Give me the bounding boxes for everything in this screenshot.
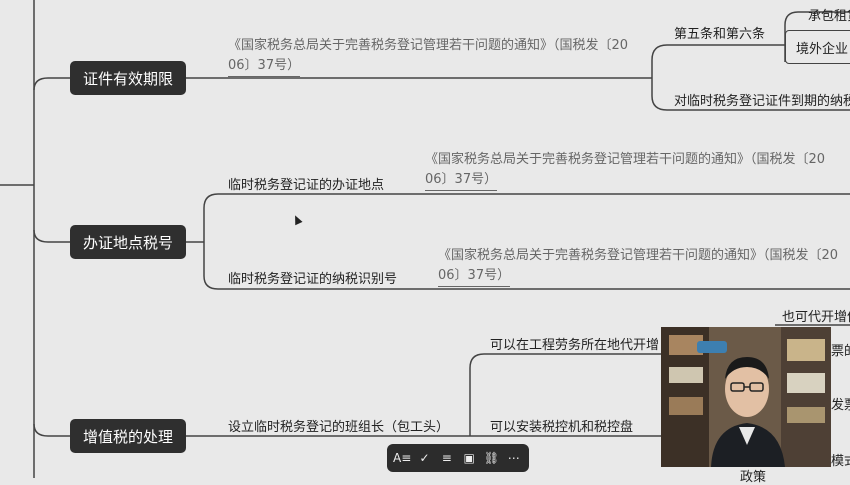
reference-line-2: 06〕37号） bbox=[438, 266, 511, 287]
reference-link[interactable]: 《国家税务总局关于完善税务登记管理若干问题的通知》（国税发〔20 06〕37号） bbox=[438, 246, 838, 287]
branch-invoice-partial[interactable]: 票的 bbox=[831, 344, 850, 359]
branch-expiry-note[interactable]: 对临时税务登记证件到期的纳税 bbox=[674, 94, 850, 109]
branch-contract-lease[interactable]: 承包租赁 bbox=[808, 9, 850, 24]
branch-mode-partial[interactable]: 模式 bbox=[831, 454, 850, 469]
more-icon[interactable]: ⋯ bbox=[507, 451, 520, 465]
reference-line-1: 《国家税务总局关于完善税务登记管理若干问题的通知》（国税发〔20 bbox=[438, 248, 839, 263]
branch-taxpayer-id[interactable]: 临时税务登记证的纳税识别号 bbox=[228, 272, 398, 287]
node-vat-handling[interactable]: 增值税的处理 bbox=[70, 419, 186, 453]
branch-foreign-company[interactable]: 境外企业 bbox=[785, 30, 850, 64]
webcam-overlay bbox=[661, 327, 831, 467]
check-circle-icon[interactable]: ✓ bbox=[419, 451, 430, 465]
text-format-icon[interactable]: A≡ bbox=[393, 451, 412, 465]
reference-link[interactable]: 《国家税务总局关于完善税务登记管理若干问题的通知》（国税发〔20 06〕37号） bbox=[425, 150, 825, 191]
presenter-video-icon bbox=[661, 327, 831, 467]
reference-line-1: 《国家税务总局关于完善税务登记管理若干问题的通知》（国税发〔20 bbox=[425, 152, 826, 167]
branch-issue-location[interactable]: 临时税务登记证的办证地点 bbox=[228, 178, 385, 193]
branch-issue-partial[interactable]: 发票 bbox=[831, 398, 850, 413]
branch-proxy-invoice[interactable]: 可以在工程劳务所在地代开增 bbox=[490, 338, 660, 353]
reference-line-2: 06〕37号） bbox=[228, 56, 301, 77]
list-icon[interactable]: ≡ bbox=[441, 451, 452, 465]
floating-toolbar: A≡ ✓ ≡ ▣ ⛓ ⋯ bbox=[387, 444, 529, 472]
reference-line-2: 06〕37号） bbox=[425, 170, 498, 191]
reference-line-1: 《国家税务总局关于完善税务登记管理若干问题的通知》（国税发〔20 bbox=[228, 38, 629, 53]
branch-team-leader[interactable]: 设立临时税务登记的班组长（包工头） bbox=[228, 420, 450, 435]
branch-tax-control[interactable]: 可以安装税控机和税控盘 bbox=[490, 420, 634, 435]
branch-article-5-6[interactable]: 第五条和第六条 bbox=[674, 27, 766, 42]
branch-foreign-company-label: 境外企业 bbox=[796, 41, 849, 57]
reference-link[interactable]: 《国家税务总局关于完善税务登记管理若干问题的通知》（国税发〔20 06〕37号） bbox=[228, 36, 628, 77]
node-location-tax-id[interactable]: 办证地点税号 bbox=[70, 225, 186, 259]
link-icon[interactable]: ⛓ bbox=[483, 451, 500, 465]
image-icon[interactable]: ▣ bbox=[463, 451, 475, 465]
branch-policy-partial[interactable]: 政策 bbox=[740, 470, 767, 485]
node-validity-period[interactable]: 证件有效期限 bbox=[70, 61, 186, 95]
branch-also-proxy[interactable]: 也可代开增值 bbox=[782, 310, 850, 325]
